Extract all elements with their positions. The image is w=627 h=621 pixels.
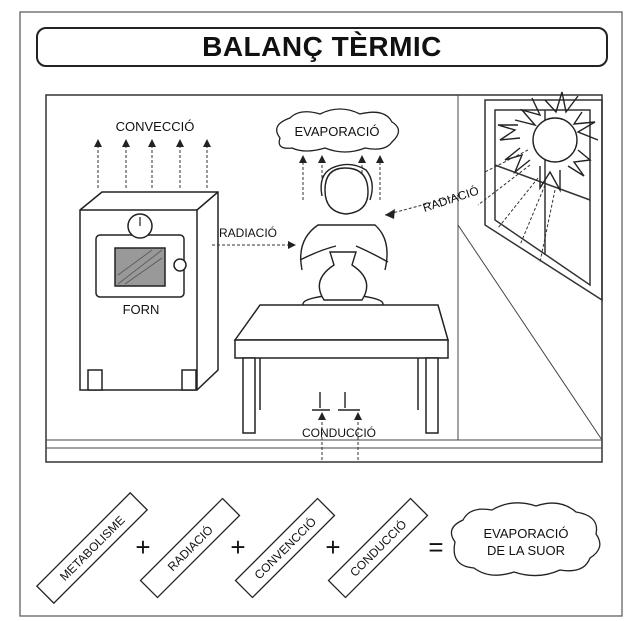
plus-sign-1: + — [135, 532, 150, 562]
plus-sign-2: + — [230, 532, 245, 562]
equation-term-4: CONDUCCIÓ — [329, 499, 428, 598]
oven-radiation-arrow — [212, 241, 296, 249]
radiation-sun-label: RADIACIÓ — [421, 183, 481, 215]
term-metabolisme: METABOLISME — [57, 513, 128, 584]
radiation-oven-label: RADIACIÓ — [219, 225, 277, 240]
oven — [80, 192, 218, 390]
title-box: BALANÇ TÈRMIC — [36, 27, 608, 67]
conduction-label: CONDUCCIÓ — [302, 425, 376, 440]
radiation-arrowhead-sun — [385, 209, 395, 219]
evaporation-label: EVAPORACIÓ — [294, 124, 379, 139]
equation-term-3: CONVENCCIÓ — [236, 499, 335, 598]
equation-term-2: RADIACIÓ — [141, 499, 240, 598]
sun-radiation-arrows — [385, 150, 555, 262]
convection-arrowheads — [94, 139, 211, 147]
result-line-1: EVAPORACIÓ — [483, 526, 568, 541]
convection-arrows — [98, 144, 207, 188]
result-line-2: DE LA SUOR — [487, 543, 565, 558]
equation-term-1: METABOLISME — [37, 493, 147, 603]
convection-label: CONVECCIÓ — [116, 119, 195, 134]
page-title: BALANÇ TÈRMIC — [202, 31, 442, 63]
term-radiacio: RADIACIÓ — [164, 522, 216, 574]
equals-sign: = — [428, 532, 443, 562]
sun-icon — [498, 92, 598, 190]
table — [235, 305, 448, 433]
oven-label: FORN — [123, 302, 160, 317]
term-convenccio: CONVENCCIÓ — [251, 514, 319, 582]
plus-sign-3: + — [325, 532, 340, 562]
term-conduccio: CONDUCCIÓ — [347, 517, 410, 580]
